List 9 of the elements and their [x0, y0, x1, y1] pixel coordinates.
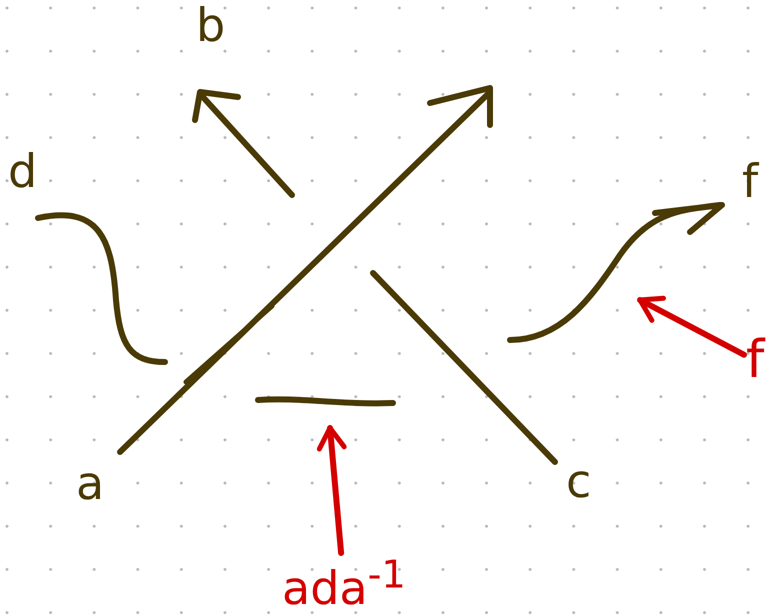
arrow [316, 425, 347, 556]
annotation-text: f [744, 330, 766, 392]
strand-label: d [8, 148, 38, 194]
strand-label: c [566, 458, 592, 504]
strand-label: b [196, 2, 226, 48]
annotation-text: ada$^{-1}$ [280, 553, 408, 616]
strand-label: f [742, 158, 758, 204]
strand-label: a [76, 460, 104, 506]
arrow [637, 296, 747, 358]
